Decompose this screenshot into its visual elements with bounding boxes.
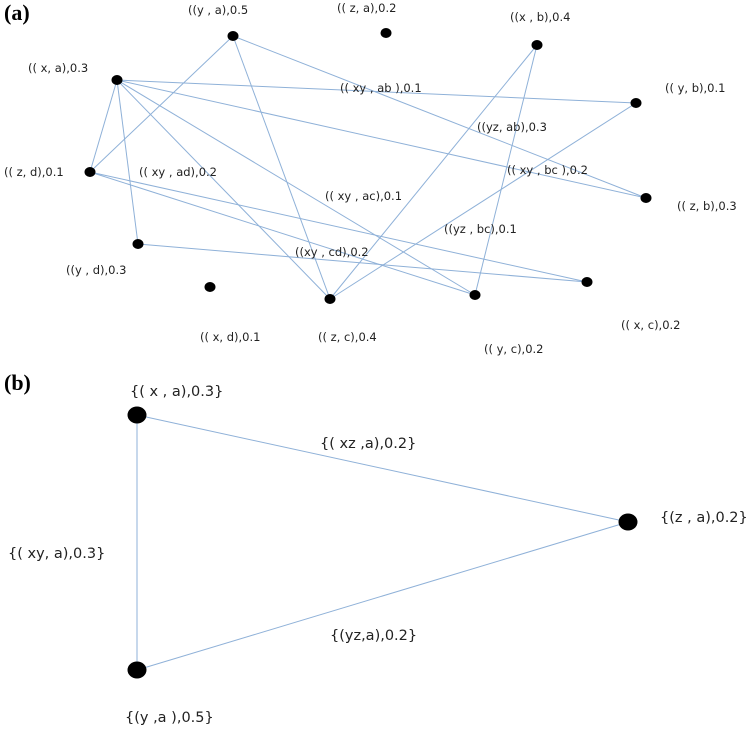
edge-a-xb-yc (474, 44, 538, 296)
edge-a-yb-zc (329, 102, 637, 300)
edge-label-xy-cd: ((xy , cd),0.2 (295, 245, 369, 259)
node-a-yc (469, 290, 481, 300)
node-label-z-b: (( z, b),0.3 (677, 199, 737, 213)
node-label-z-c: (( z, c),0.4 (318, 330, 377, 344)
edge-label-xy-bc: (( xy , bc ),0.2 (507, 163, 588, 177)
panel-a: (a) ((y , a),0.5 (( z, a),0.2 ((x , b),0… (4, 0, 737, 356)
edge-a-xa-zd (89, 79, 118, 173)
node-b-ya (127, 661, 147, 679)
edge-a-xa-zb (116, 79, 647, 199)
node-a-za (380, 28, 392, 38)
node-label-y-a: ((y , a),0.5 (188, 3, 248, 17)
edge-a-ya-zd (89, 35, 234, 173)
node-label-x-c: (( x, c),0.2 (621, 318, 681, 332)
node-label-b-z-a: {(z , a),0.2} (660, 510, 748, 526)
node-a-xc (581, 277, 593, 287)
node-label-b-y-a: {(y ,a ),0.5} (125, 710, 214, 726)
node-a-zb (640, 193, 652, 203)
edge-label-yz-ab: ((yz, ab),0.3 (477, 120, 547, 134)
node-label-y-b: (( y, b),0.1 (665, 81, 725, 95)
edge-b-xa-za (136, 414, 629, 523)
node-a-yd (132, 239, 144, 249)
panel-a-label: (a) (4, 0, 30, 25)
edge-a-ya-zb (232, 35, 647, 199)
edge-label-b-xy-a: {( xy, a),0.3} (8, 546, 105, 562)
node-label-z-a: (( z, a),0.2 (337, 1, 396, 15)
edge-label-b-yz-a: {(yz,a),0.2} (330, 628, 417, 644)
edge-a-zd-xc (89, 171, 588, 283)
node-a-xb (531, 40, 543, 50)
node-label-y-c: (( y, c),0.2 (484, 342, 544, 356)
node-a-yb (630, 98, 642, 108)
panel-a-edges (89, 35, 647, 300)
edge-a-xa-yd (116, 79, 139, 245)
panel-b: (b) {( x , a),0.3} {(z , a),0.2} {(y ,a … (4, 370, 748, 726)
node-a-zc (324, 294, 336, 304)
panel-b-label: (b) (4, 370, 31, 395)
node-label-y-d: ((y , d),0.3 (66, 263, 126, 277)
node-b-za (618, 513, 638, 531)
panel-b-edges (136, 414, 629, 671)
node-a-xa (111, 75, 123, 85)
edge-a-zd-yc (89, 171, 476, 296)
edge-label-xy-ad: (( xy , ad),0.2 (139, 165, 217, 179)
panel-b-nodes (127, 406, 638, 679)
edge-a-xb-zc (329, 44, 538, 300)
node-a-ya (227, 31, 239, 41)
node-a-xd (204, 282, 216, 292)
edge-a-yd-xc (137, 243, 588, 283)
node-label-x-a: (( x, a),0.3 (28, 61, 88, 75)
edge-label-yz-bc: ((yz , bc),0.1 (444, 222, 517, 236)
node-b-xa (127, 406, 147, 424)
node-a-zd (84, 167, 96, 177)
panel-a-nodes (84, 28, 652, 304)
edge-label-xy-ab: (( xy , ab ),0.1 (340, 81, 422, 95)
node-label-z-d: (( z, d),0.1 (4, 165, 64, 179)
edge-a-xa-zc (116, 79, 331, 300)
node-label-x-b: ((x , b),0.4 (510, 10, 570, 24)
edge-a-xa-yb (116, 79, 637, 104)
edge-a-xa-yc (116, 79, 476, 296)
node-label-x-d: (( x, d),0.1 (200, 330, 260, 344)
edge-a-ya-zc (232, 35, 331, 300)
edge-b-ya-za (136, 521, 629, 671)
edge-label-b-xz-a: {( xz ,a),0.2} (320, 436, 416, 452)
node-label-b-x-a: {( x , a),0.3} (130, 384, 223, 400)
edge-label-xy-ac: (( xy , ac),0.1 (325, 189, 402, 203)
